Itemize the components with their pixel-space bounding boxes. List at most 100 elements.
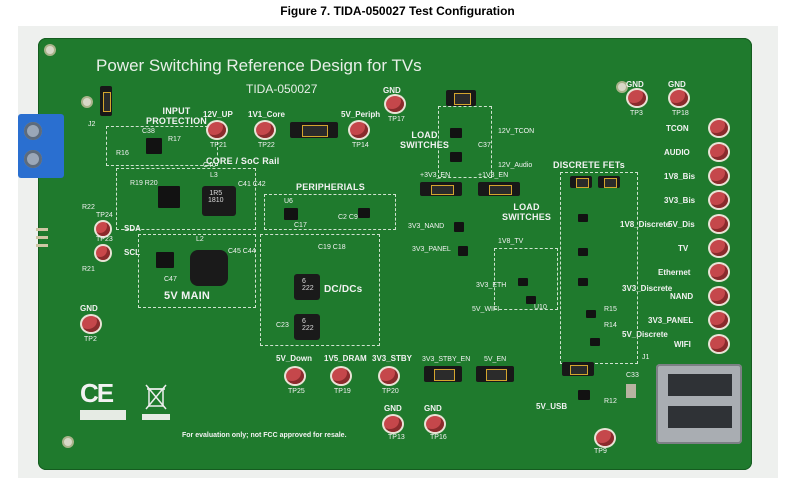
label-scl: SCL (124, 248, 140, 257)
tp-ethernet (710, 264, 728, 280)
label-12v-audio: 12V_Audio (498, 162, 533, 169)
board-title: Power Switching Reference Design for TVs (96, 56, 422, 75)
dcdc-inductor-2 (294, 314, 320, 340)
label-sda: SDA (124, 224, 141, 233)
label-1v5-dram: 1V5_DRAM (324, 354, 367, 363)
right-label-tv: TV (678, 244, 689, 253)
label-tp9: TP9 (594, 448, 607, 455)
section-load-switches-mid: LOAD SWITCHES (502, 202, 552, 222)
l3-marking: 1R5 1810 (208, 190, 224, 204)
label-c33: C33 (626, 372, 639, 379)
label-tp21: TP21 (210, 142, 227, 149)
tp13-testpoint (384, 416, 402, 432)
label-tp18: TP18 (672, 110, 689, 117)
u11-chip (578, 390, 590, 400)
tp14-testpoint (350, 122, 368, 138)
right-label-tcon: TCON (666, 124, 689, 133)
tp2-testpoint (82, 316, 100, 332)
load-switches-mid-box (494, 248, 558, 310)
mounting-hole (618, 83, 626, 91)
label-r19-r20: R19 R20 (130, 180, 158, 187)
section-peripherials: PERIPHERIALS (296, 182, 365, 192)
ce-mark: CE (80, 378, 114, 408)
label-gnd-tp13: GND (384, 404, 402, 413)
label-3v3-nand: 3V3_NAND (408, 223, 445, 230)
pcb-board: Power Switching Reference Design for TVs… (36, 38, 752, 470)
right-label-1v8-discrete: 1V8_Discrete (620, 220, 671, 229)
label-tp3: TP3 (630, 110, 643, 117)
tp22-testpoint (256, 122, 274, 138)
label-gnd-tp3: GND (626, 80, 644, 89)
u15-buck-chip (158, 186, 180, 208)
1v8-en-jumper (478, 182, 520, 196)
mounting-hole (64, 438, 72, 446)
label-3v3-eth: 3V3_ETH (476, 282, 507, 289)
load-switches-top-box (438, 106, 492, 178)
label-r21: R21 (82, 266, 95, 273)
tp9-testpoint (596, 430, 614, 446)
label-gnd-tp16: GND (424, 404, 442, 413)
input-protection-box (106, 126, 218, 166)
peripherials-box (264, 194, 396, 230)
tp18-testpoint (670, 90, 688, 106)
label-u6: U6 (284, 198, 293, 205)
periph-en-jumper (290, 122, 338, 138)
fet-q-2 (578, 248, 588, 256)
label-gnd-tp18: GND (668, 80, 686, 89)
label-1v8-tv: 1V8_TV (498, 238, 524, 245)
5v-en-jumper (476, 366, 514, 382)
figure-caption: Figure 7. TIDA-050027 Test Configuration (280, 4, 515, 18)
right-label-3v3-bis: 3V3_Bis (664, 196, 696, 205)
label-l3: L3 (210, 172, 218, 179)
tp20-testpoint (380, 368, 398, 384)
right-label-1v8-bis: 1V8_Bis (664, 172, 696, 181)
tp23-testpoint (96, 246, 110, 260)
header-pin (36, 236, 48, 239)
label-3v3-stby-en: 3V3_STBY_EN (422, 356, 471, 363)
right-label-nand: NAND (670, 292, 694, 301)
right-label-audio: AUDIO (664, 148, 690, 157)
footer-note: For evaluation only; not FCC approved fo… (182, 432, 347, 439)
l2-inductor (190, 250, 228, 286)
fet-q-1 (578, 214, 588, 222)
label-3v3-en: +3V3_EN (420, 172, 451, 179)
label-tp25: TP25 (288, 388, 305, 395)
label-1v8-en: +1V8_EN (478, 172, 509, 179)
tp-5v-dis (710, 216, 728, 232)
label-5v-periph: 5V_Periph (341, 110, 381, 119)
panel-switch-chip (458, 246, 468, 256)
screw-icon (24, 150, 42, 168)
tp-tv (710, 240, 728, 256)
screw-icon (24, 122, 42, 140)
3v3-en-jumper (420, 182, 462, 196)
5v-main-box (138, 234, 256, 308)
tp-3v3-panel (710, 312, 728, 328)
label-tp14: TP14 (352, 142, 369, 149)
label-c38: C38 (142, 128, 155, 135)
fet-q4 (586, 310, 596, 318)
label-c45-c44: C45 C44 (228, 248, 256, 255)
label-c23: C23 (276, 322, 289, 329)
label-r15: R15 (604, 306, 617, 313)
label-l2: L2 (196, 236, 204, 243)
tp-tcon (710, 120, 728, 136)
u15-chip (146, 138, 162, 154)
section-core-rail: CORE / SoC Rail (206, 156, 280, 166)
label-5v-down: 5V_Down (276, 354, 313, 363)
header-pin (36, 228, 48, 231)
dcdc-inductor-1-marking: 6 222 (302, 278, 314, 292)
section-dcdcs: DC/DCs (324, 284, 363, 295)
u6-chip (284, 208, 298, 220)
fet-en-jumper-1 (570, 176, 592, 188)
discrete-fets-box (560, 172, 638, 364)
fet-en-jumper-2 (598, 176, 620, 188)
core-rail-box (116, 168, 256, 230)
board-part-number: TIDA-050027 (246, 82, 318, 96)
tp21-testpoint (208, 122, 226, 138)
label-r14: R14 (604, 322, 617, 329)
tp3-testpoint (628, 90, 646, 106)
nand-switch-chip (454, 222, 464, 232)
label-tp20: TP20 (382, 388, 399, 395)
board-photo: Power Switching Reference Design for TVs… (18, 26, 778, 478)
label-1v1-core: 1V1_Core (248, 110, 285, 119)
